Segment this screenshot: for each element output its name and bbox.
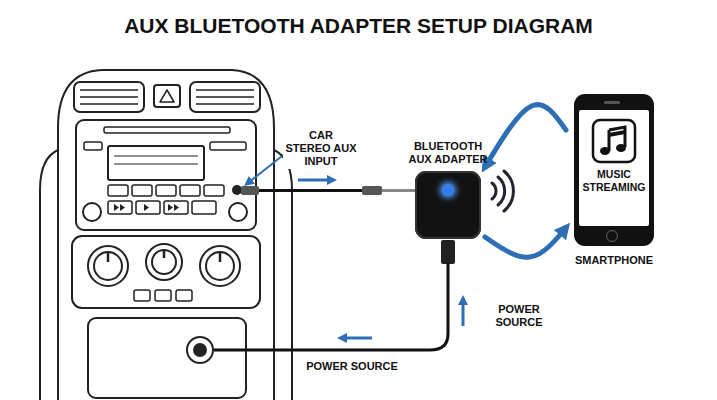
power-label: POWER SOURCE: [300, 360, 404, 373]
music-note-icon: [591, 118, 637, 164]
callout-label: CAR STEREO AUX INPUT: [283, 129, 359, 169]
smartphone: MUSIC STREAMINGSMARTPHONE: [574, 94, 654, 246]
screen-text: MUSIC STREAMING: [579, 168, 649, 194]
phone-screen: MUSIC STREAMING: [579, 110, 649, 226]
power-label: POWER SOURCE: [472, 303, 566, 329]
diagram-title: AUX BLUETOOTH ADAPTER SETUP DIAGRAM: [0, 14, 717, 38]
device-label: SMARTPHONE: [575, 254, 653, 266]
signal-arrow: [485, 105, 566, 167]
home-button: [606, 230, 618, 242]
node-heading: BLUETOOTH AUX ADAPTER: [405, 140, 491, 166]
status-led: [442, 184, 454, 196]
speaker-slot: [604, 101, 620, 104]
signal-arrow: [485, 228, 566, 257]
adapter-box: BLUETOOTH AUX ADAPTER: [415, 171, 481, 239]
